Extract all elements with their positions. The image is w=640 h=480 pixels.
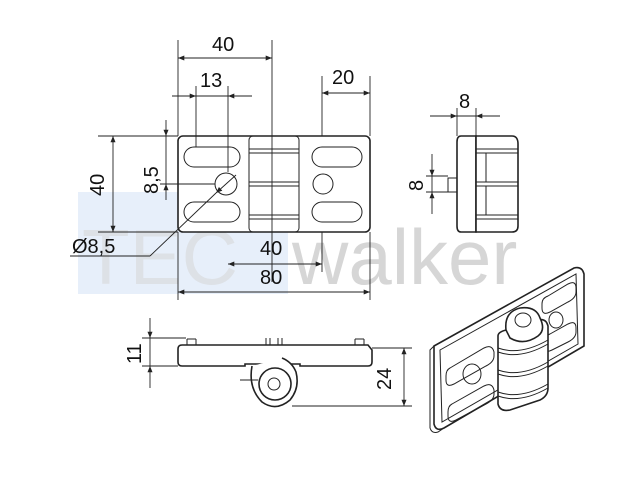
top-view <box>177 135 371 233</box>
dim-inner-40: 40 <box>260 238 282 260</box>
dim-front-height-24: 24 <box>374 368 396 390</box>
dim-side-height-8: 8 <box>406 180 428 191</box>
iso-pin-hole <box>514 312 532 328</box>
side-view-pin <box>447 177 458 193</box>
side-view: 8 8 <box>406 91 519 233</box>
front-view-plate <box>177 344 373 367</box>
dim-front-height-11: 11 <box>124 343 146 364</box>
iso-slot-left-bottom <box>447 384 495 422</box>
dim-overall-80: 80 <box>260 267 282 289</box>
slot-right-top <box>311 146 363 168</box>
hole-right <box>312 173 334 195</box>
iso-hole-right <box>548 311 564 329</box>
front-view: 11 24 <box>124 318 412 408</box>
dim-side-width-8: 8 <box>459 91 470 113</box>
dim-right-20: 20 <box>332 67 354 89</box>
slot-left-top <box>183 146 241 168</box>
dim-top-40: 40 <box>212 34 234 56</box>
dim-height-40: 40 <box>87 174 109 196</box>
front-view-knuckle-ring <box>258 367 292 401</box>
iso-slot-left-top <box>445 346 495 386</box>
iso-knuckle-top <box>504 306 544 343</box>
front-view-pin-hole <box>267 377 281 391</box>
side-view-plate <box>456 135 477 233</box>
slot-right-bottom <box>311 201 363 223</box>
slot-left-bottom <box>183 201 241 223</box>
top-view-dimensions: 40 13 20 40 8,5 Ø8,5 40 <box>70 34 371 300</box>
isometric-view <box>429 266 585 433</box>
dim-hole-diameter: Ø8,5 <box>72 236 115 258</box>
iso-hole-left <box>462 363 482 385</box>
knuckle-outline <box>248 135 300 233</box>
side-view-knuckle <box>475 135 519 233</box>
dim-offset-8-5: 8,5 <box>141 166 163 194</box>
iso-slot-right-top <box>541 282 577 314</box>
dim-slot-13: 13 <box>200 70 222 92</box>
